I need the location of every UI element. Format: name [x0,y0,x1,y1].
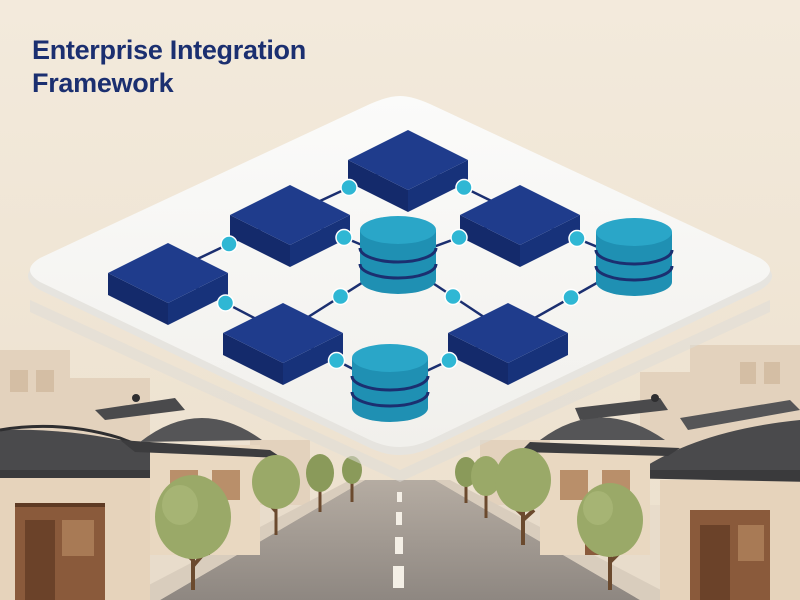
connector-dot [450,228,468,247]
integration-nodes [108,130,674,422]
tree-icon [252,455,300,535]
tree-icon [495,448,551,545]
road-dashes [393,492,404,588]
connector-dot [444,287,462,306]
hanok-roof-building-icon [620,400,800,600]
tree-icon [471,456,501,518]
title-line-2: Framework [32,68,174,98]
tree-icon [306,454,334,512]
connector-dot [440,351,458,370]
title-line-1: Enterprise Integration [32,35,306,65]
connector-dot [327,351,346,370]
connector-dot [562,288,580,307]
connector-dot [335,228,353,247]
connector-dot [216,294,235,312]
service-lower-right-block-icon [448,303,568,385]
service-top-block-icon [348,130,468,212]
service-upper-left-block-icon [230,185,350,267]
service-lower-left-block-icon [223,303,343,385]
hanok-roof-building-icon [0,424,170,600]
connector-dot [455,178,473,197]
connector-dot [220,235,238,253]
service-upper-right-block-icon [460,185,580,267]
tree-icon [577,483,643,590]
service-left-block-icon [108,243,228,325]
database-right-database-icon [594,218,674,296]
diagram-title: Enterprise Integration Framework [32,34,306,100]
connector-dot [340,178,358,197]
database-center-database-icon [358,216,438,294]
connector-dot [331,287,350,306]
database-bottom-database-icon [350,344,430,422]
tree-icon [155,475,231,590]
connector-points [216,178,586,370]
connector-dot [568,229,586,248]
tree-icon [342,456,362,502]
